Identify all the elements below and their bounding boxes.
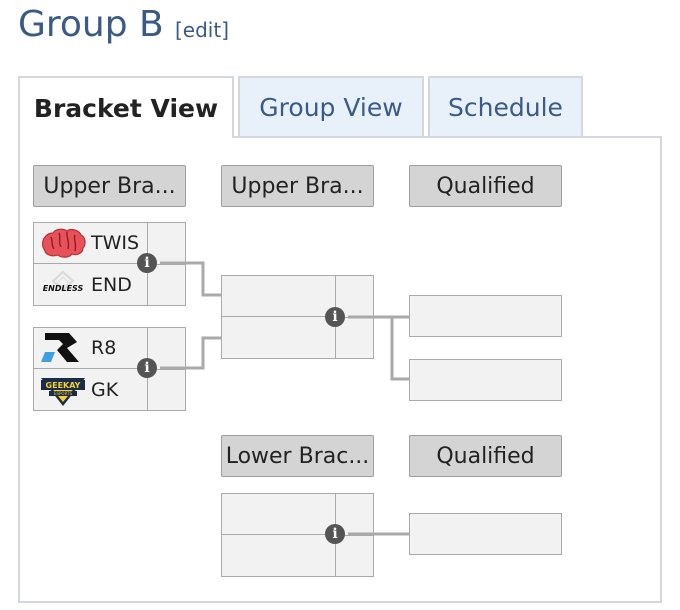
qualified-slot-1[interactable] [409, 295, 562, 337]
team-name: TWIS [91, 232, 140, 254]
qualified-upper-header: Qualified [409, 165, 562, 207]
match-1-team2[interactable]: ENDLESS END [34, 264, 147, 305]
svg-text:ESPORTS: ESPORTS [54, 391, 73, 396]
upper-final-info-icon[interactable]: i [325, 307, 345, 327]
brain-logo-icon [38, 225, 88, 261]
team-name: R8 [91, 337, 117, 359]
svg-text:GEEKAY: GEEKAY [46, 381, 81, 390]
team-name: GK [91, 378, 119, 401]
upper-round1-header: Upper Bra... [33, 165, 186, 207]
match-1-team1[interactable]: TWIS [34, 223, 147, 264]
qualified-slot-lower[interactable] [409, 513, 562, 555]
match-2-team1[interactable]: R8 [34, 328, 147, 369]
match-2-team2[interactable]: GEEKAY ESPORTS GK [34, 369, 147, 410]
svg-text:ENDLESS: ENDLESS [43, 284, 84, 293]
qualified-lower-header: Qualified [409, 435, 562, 477]
match-1[interactable]: TWIS ENDLESS END [33, 222, 186, 306]
upper-final-slot2[interactable] [222, 317, 335, 358]
upper-final-slot1[interactable] [222, 276, 335, 317]
team-name: END [91, 273, 132, 296]
upper-round2-header: Upper Bra... [221, 165, 374, 207]
page-title: Group B [18, 4, 164, 45]
match-2[interactable]: R8 GEEKAY ESPORTS GK [33, 327, 186, 411]
tab-bracket-view[interactable]: Bracket View [18, 76, 234, 138]
upper-final-match[interactable] [221, 275, 374, 359]
tab-schedule[interactable]: Schedule [428, 76, 583, 136]
endless-logo-icon: ENDLESS [38, 267, 88, 303]
lower-match-info-icon[interactable]: i [325, 524, 345, 544]
tab-group-view[interactable]: Group View [238, 76, 424, 136]
r8-logo-icon [38, 330, 88, 366]
edit-link[interactable]: [edit] [175, 18, 230, 42]
qualified-slot-2[interactable] [409, 359, 562, 401]
lower-match-slot2[interactable] [222, 535, 335, 576]
match-1-info-icon[interactable]: i [137, 253, 157, 273]
match-2-info-icon[interactable]: i [137, 358, 157, 378]
lower-match-slot1[interactable] [222, 494, 335, 535]
lower-bracket-header: Lower Brac... [221, 435, 374, 477]
lower-bracket-match[interactable] [221, 493, 374, 577]
geekay-logo-icon: GEEKAY ESPORTS [38, 372, 88, 408]
